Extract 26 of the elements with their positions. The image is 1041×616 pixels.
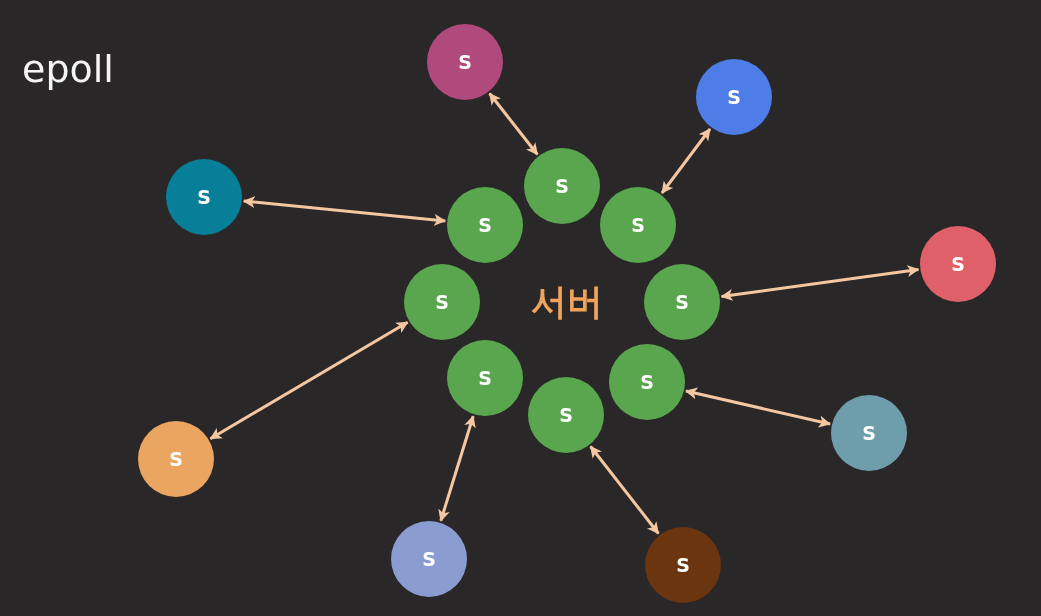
node-circle: S — [447, 340, 523, 416]
node-circle: S — [920, 226, 996, 302]
double-arrow — [242, 196, 447, 226]
node-circle: S — [609, 344, 685, 420]
double-arrow — [209, 321, 409, 440]
double-arrow — [720, 265, 920, 301]
center-label: 서버 — [530, 280, 604, 324]
node-circle: S — [644, 264, 720, 340]
node-circle: S — [645, 527, 721, 603]
node-circle: S — [528, 377, 604, 453]
double-arrow — [488, 92, 539, 156]
double-arrow — [589, 445, 660, 535]
node-circle: S — [427, 24, 503, 100]
node-circle: S — [831, 395, 907, 471]
double-arrow — [660, 128, 712, 194]
node-circle: S — [138, 421, 214, 497]
node-circle: S — [524, 148, 600, 224]
node-circle: S — [404, 264, 480, 340]
node-circle: S — [600, 187, 676, 263]
node-circle: S — [696, 59, 772, 135]
double-arrow — [438, 415, 476, 522]
node-circle: S — [166, 159, 242, 235]
double-arrow — [685, 387, 831, 428]
node-circle: S — [391, 521, 467, 597]
node-circle: S — [447, 187, 523, 263]
title: epoll — [22, 50, 114, 88]
